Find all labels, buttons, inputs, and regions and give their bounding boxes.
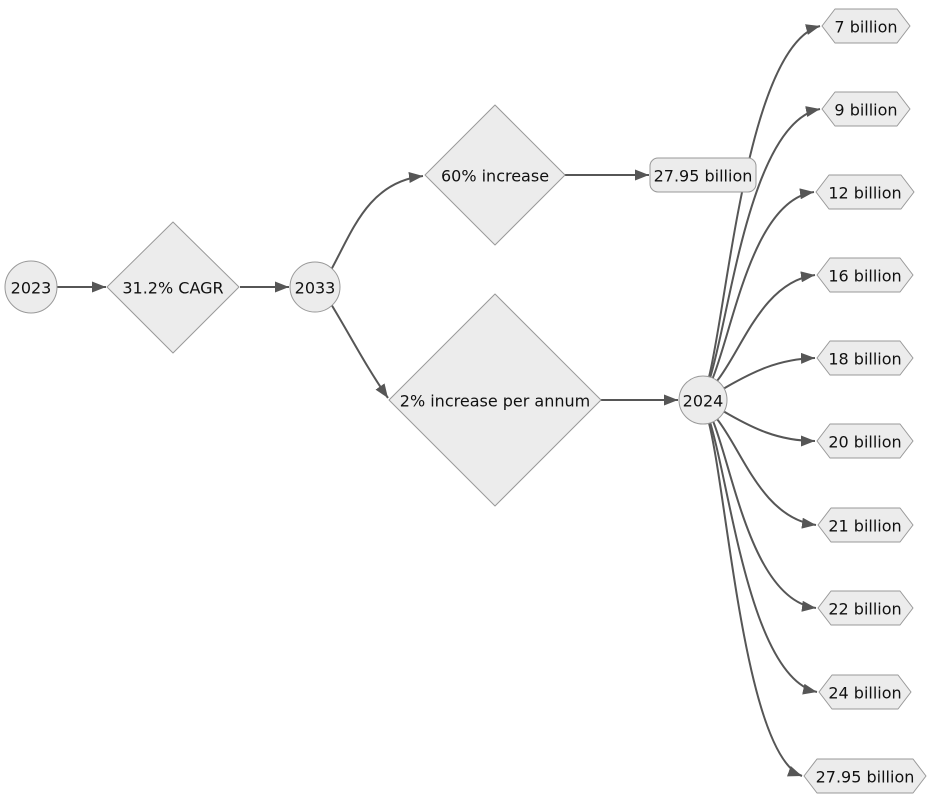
edge-2024-to-12b [711, 188, 815, 381]
edge-2024-to-9b [709, 106, 821, 379]
outcome-20b-label: 20 billion [828, 433, 901, 452]
edge-2033-to-2pct [330, 303, 389, 399]
outcome-12b-label: 12 billion [828, 184, 901, 203]
cagr-label: 31.2% CAGR [122, 279, 223, 298]
node-outcome-21b: 21 billion [817, 507, 914, 543]
edge-2024-to-20b [722, 410, 816, 447]
outcome-21b-label: 21 billion [828, 517, 901, 536]
outcome-18b-label: 18 billion [828, 350, 901, 369]
outcome-16b-hexagon [816, 257, 914, 293]
node-outcome-16b: 16 billion [816, 257, 914, 293]
outcome-7b-hexagon [821, 8, 911, 44]
outcome-22b-hexagon [817, 590, 914, 626]
end-year-circle [289, 261, 341, 313]
node-end-year: 2033 [289, 261, 341, 313]
edge-2033-to-60pct [330, 172, 424, 271]
start-year-circle [4, 260, 58, 314]
cagr-diamond [106, 221, 240, 354]
node-outcome-24b: 24 billion [818, 674, 912, 710]
outcome-9b-label: 9 billion [834, 101, 897, 120]
node-year-2024: 2024 [678, 375, 728, 425]
node-sixty-increase: 60% increase [424, 104, 566, 246]
edge-2024-to-7b [708, 24, 821, 378]
edge-2024-to-22b [712, 420, 817, 612]
edge-group [57, 24, 821, 777]
node-outcome-12b: 12 billion [815, 174, 915, 210]
end-year-label: 2033 [295, 279, 336, 298]
node-outcome-22b: 22 billion [817, 590, 914, 626]
year-2024-circle [678, 375, 728, 425]
edge-2024-to-21b [716, 418, 817, 529]
node-start-year: 2023 [4, 260, 58, 314]
node-outcome-2795b: 27.95 billion [803, 758, 927, 794]
node-total-billion: 27.95 billion [649, 157, 757, 193]
node-outcome-18b: 18 billion [816, 340, 914, 376]
total-billion-label: 27.95 billion [654, 167, 753, 186]
outcome-2795b-hexagon [803, 758, 927, 794]
outcome-2795b-label: 27.95 billion [816, 768, 915, 787]
year-2024-label: 2024 [683, 392, 724, 411]
outcome-24b-label: 24 billion [828, 684, 901, 703]
node-cagr: 31.2% CAGR [106, 221, 240, 354]
outcome-9b-hexagon [821, 91, 911, 127]
edge-2024-to-18b [722, 352, 816, 390]
outcome-24b-hexagon [818, 674, 912, 710]
edge-2024-to-16b [716, 271, 816, 382]
node-outcome-7b: 7 billion [821, 8, 911, 44]
edge-2024-to-24b [709, 421, 818, 695]
annual-increase-diamond [388, 293, 602, 507]
node-outcome-20b: 20 billion [816, 423, 914, 459]
outcome-22b-label: 22 billion [828, 600, 901, 619]
start-year-label: 2023 [11, 279, 52, 298]
outcome-12b-hexagon [815, 174, 915, 210]
outcome-16b-label: 16 billion [828, 267, 901, 286]
sixty-increase-label: 60% increase [441, 167, 549, 186]
outcome-21b-hexagon [817, 507, 914, 543]
outcome-7b-label: 7 billion [834, 18, 897, 37]
sixty-increase-diamond [424, 104, 566, 246]
node-annual-increase: 2% increase per annum [388, 293, 602, 507]
node-outcome-9b: 9 billion [821, 91, 911, 127]
total-billion-rect [649, 157, 757, 193]
annual-increase-label: 2% increase per annum [400, 392, 590, 411]
edge-2024-to-2795b [708, 422, 803, 777]
outcome-18b-hexagon [816, 340, 914, 376]
outcome-20b-hexagon [816, 423, 914, 459]
